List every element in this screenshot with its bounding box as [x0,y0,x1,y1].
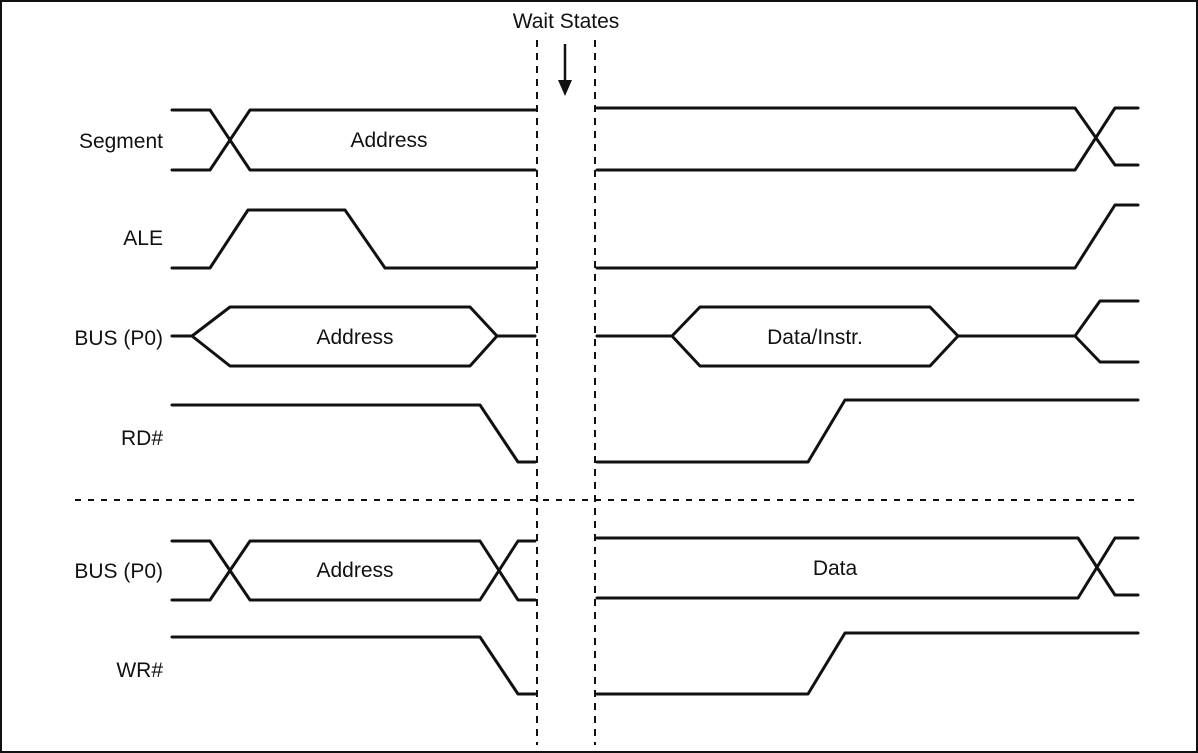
signal-label-rd: RD# [121,427,163,450]
waveform-rd [170,398,1140,464]
waveform-wr [170,631,1140,696]
signal-label-segment: Segment [79,130,163,153]
bus-read-data-field: Data/Instr. [767,326,863,349]
signal-label-ale: ALE [123,227,163,250]
waveform-bus-read [170,299,1140,368]
signal-label-bus-write: BUS (P0) [74,560,163,583]
signal-label-wr: WR# [116,659,163,682]
bus-write-address-field: Address [316,559,393,582]
waveform-bus-write [170,536,1140,602]
signal-label-bus-read: BUS (P0) [74,327,163,350]
wait-states-arrow-icon [558,44,572,96]
waveform-segment [170,106,1140,172]
waveform-ale [170,203,1140,270]
bus-read-address-field: Address [316,326,393,349]
wait-states-label: Wait States [513,10,620,33]
segment-address-field: Address [350,129,427,152]
bus-write-data-field: Data [813,557,858,580]
